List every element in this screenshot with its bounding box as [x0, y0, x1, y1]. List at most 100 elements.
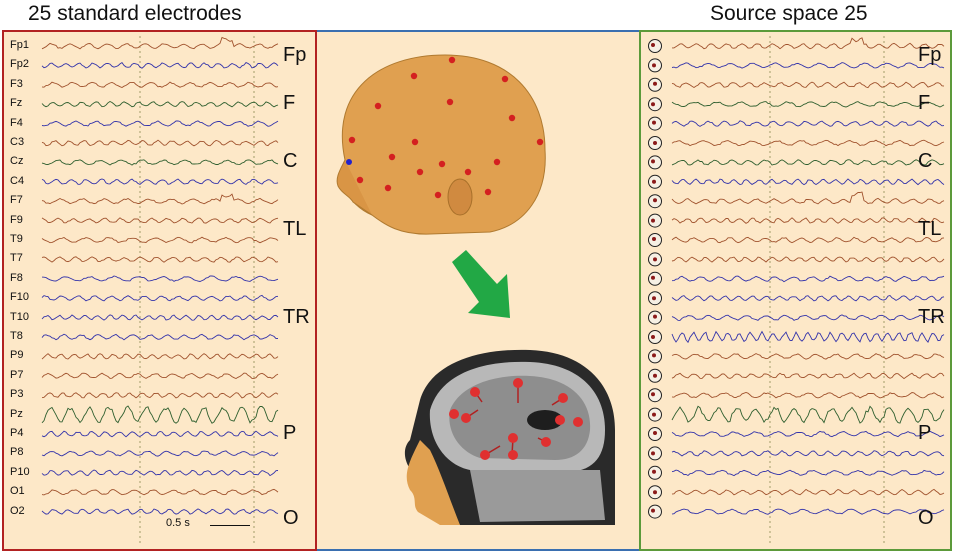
electrode-trace-f3	[41, 81, 279, 89]
channel-label-f4: F4	[10, 116, 23, 129]
source-head-icon	[648, 155, 662, 170]
electrode-group-label-c: C	[283, 150, 298, 173]
source-trace-t8	[671, 330, 945, 344]
source-trace-f4	[671, 120, 945, 127]
source-trace-o2	[671, 508, 945, 515]
channel-label-p9: P9	[10, 349, 24, 362]
channel-label-fz: Fz	[10, 97, 23, 110]
head-3d-icon	[336, 54, 546, 235]
source-head-icon	[648, 330, 662, 344]
source-head-icon	[648, 271, 662, 286]
channel-label-p8: P8	[10, 446, 24, 459]
channel-label-t9: T9	[10, 233, 23, 245]
electrode-trace-f4	[41, 120, 279, 127]
source-trace-fp2	[671, 62, 945, 69]
source-trace-t9	[671, 236, 945, 244]
source-trace-p4	[671, 430, 945, 438]
channel-label-o2: O2	[10, 504, 25, 517]
channel-label-f10: F10	[10, 291, 29, 304]
electrode-trace-fp1	[41, 36, 279, 50]
channel-label-p7: P7	[10, 368, 24, 381]
source-group-label-f: F	[918, 92, 931, 115]
source-head-icon	[648, 194, 662, 209]
electrode-panel	[2, 30, 317, 551]
electrode-trace-p9	[41, 353, 279, 360]
channel-label-o1: O1	[10, 485, 25, 498]
source-head-icon	[648, 349, 662, 364]
source-head-icon	[648, 97, 662, 112]
source-head-icon	[648, 465, 662, 480]
mri-slice-icon	[404, 349, 615, 525]
electrode-trace-c4	[41, 178, 279, 185]
electrode-trace-p7	[41, 372, 279, 380]
source-trace-cz	[671, 159, 945, 166]
source-trace-o1	[671, 488, 945, 496]
source-head-icon	[648, 116, 662, 131]
source-trace-pz	[671, 405, 945, 424]
electrode-trace-fp2	[41, 61, 279, 69]
channel-label-c4: C4	[10, 174, 25, 187]
source-group-label-tr: TR	[918, 305, 945, 328]
source-head-icon	[648, 388, 662, 403]
electrode-trace-o1	[41, 488, 279, 496]
channel-label-p10: P10	[10, 465, 30, 478]
channel-label-f7: F7	[10, 194, 23, 207]
channel-label-p3: P3	[10, 388, 24, 401]
source-trace-p7	[671, 372, 945, 380]
channel-label-fp1: Fp1	[10, 39, 29, 51]
source-trace-c4	[671, 178, 945, 186]
source-head-icon	[648, 233, 662, 247]
channel-label-p4: P4	[10, 427, 24, 439]
arrow-icon	[452, 250, 510, 318]
source-head-icon	[648, 252, 662, 267]
source-group-label-c: C	[918, 150, 933, 173]
source-trace-p9	[671, 353, 945, 360]
electrode-trace-fz	[41, 100, 279, 108]
source-head-icon	[648, 39, 662, 53]
electrode-trace-cz	[41, 159, 279, 166]
electrode-trace-p4	[41, 430, 279, 438]
channel-label-t7: T7	[10, 252, 23, 265]
electrode-trace-f7	[41, 193, 279, 205]
source-head-icon	[648, 407, 662, 422]
electrode-trace-f9	[41, 217, 279, 224]
source-head-icon	[648, 58, 662, 73]
source-trace-fp1	[672, 37, 945, 50]
electrode-trace-p8	[41, 450, 279, 457]
electrode-group-label-tr: TR	[283, 305, 310, 328]
electrode-group-label-o: O	[283, 507, 299, 530]
channel-label-fp2: Fp2	[10, 58, 29, 71]
source-trace-fz	[671, 101, 945, 108]
source-trace-t7	[671, 256, 945, 263]
electrode-trace-p3	[41, 392, 279, 399]
electrode-trace-t9	[41, 236, 279, 244]
channel-label-c3: C3	[10, 136, 25, 148]
source-trace-p8	[671, 450, 945, 457]
source-trace-t10	[671, 314, 945, 321]
source-head-icon	[648, 485, 662, 500]
source-head-icon	[648, 504, 662, 519]
channel-label-t10: T10	[10, 310, 29, 323]
electrode-trace-o2	[41, 508, 279, 515]
source-trace-p10	[671, 469, 945, 477]
electrode-trace-t10	[41, 314, 279, 321]
source-head-icon	[648, 213, 662, 228]
electrode-group-label-tl: TL	[283, 218, 307, 241]
source-head-icon	[648, 427, 662, 441]
source-head-icon	[648, 291, 662, 306]
source-trace-c3	[671, 139, 945, 147]
electrode-group-label-p: P	[283, 422, 297, 444]
electrode-trace-c3	[41, 139, 279, 147]
source-head-icon	[648, 310, 662, 325]
left-title: 25 standard electrodes	[28, 2, 242, 25]
source-head-icon	[648, 77, 662, 92]
source-group-label-p: P	[918, 422, 932, 444]
source-trace-f10	[671, 294, 945, 302]
electrode-trace-p10	[41, 469, 279, 477]
channel-label-t8: T8	[10, 330, 23, 342]
electrode-group-label-f: F	[283, 92, 296, 115]
source-group-label-tl: TL	[918, 218, 942, 241]
